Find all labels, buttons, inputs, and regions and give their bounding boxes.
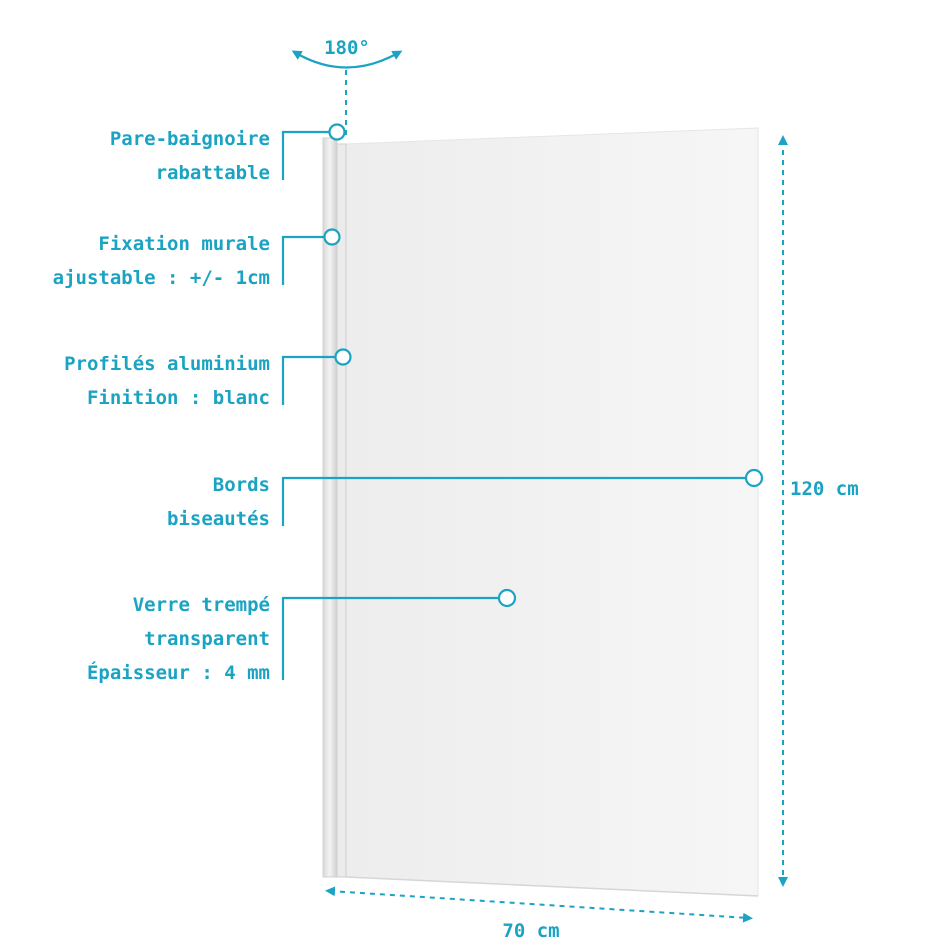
callout-bevelled-edges-line-1: Bords xyxy=(213,474,270,496)
wall-profile xyxy=(322,137,338,878)
callout-tempered-glass-line-1: Verre trempé xyxy=(133,594,270,616)
width-dimension-label: 70 cm xyxy=(502,920,559,940)
callout-wall-fixing: Fixation murale ajustable : +/- 1cm xyxy=(53,228,341,289)
callout-tempered-glass: Verre trempé transparent Épaisseur : 4 m… xyxy=(87,588,517,684)
width-dimension: 70 cm xyxy=(325,886,753,940)
height-dimension-label: 120 cm xyxy=(790,478,859,500)
callout-folding-screen-dot xyxy=(328,123,346,141)
height-dimension: 120 cm xyxy=(778,135,859,887)
callout-folding-screen: Pare-baignoire rabattable xyxy=(110,123,346,184)
callout-wall-fixing-line-2: ajustable : +/- 1cm xyxy=(53,267,270,289)
callout-aluminium-profiles-line-2: Finition : blanc xyxy=(87,387,270,409)
rotation-arc-arrow xyxy=(291,50,403,69)
callout-aluminium-profiles-line-1: Profilés aluminium xyxy=(64,353,270,375)
glass-panel xyxy=(345,127,759,897)
callout-tempered-glass-line-2: transparent xyxy=(144,628,270,650)
callout-bevelled-edges: Bords biseautés xyxy=(167,468,764,530)
callout-bevelled-edges-dot xyxy=(744,468,764,488)
callout-tempered-glass-dot xyxy=(497,588,517,608)
callout-aluminium-profiles-dot xyxy=(334,348,352,366)
hinge-profile xyxy=(336,143,347,878)
callout-folding-screen-line-2: rabattable xyxy=(156,162,270,184)
callout-wall-fixing-dot xyxy=(323,228,341,246)
callout-bevelled-edges-line-2: biseautés xyxy=(167,508,270,530)
callout-aluminium-profiles: Profilés aluminium Finition : blanc xyxy=(64,348,352,409)
callout-tempered-glass-line-3: Épaisseur : 4 mm xyxy=(87,661,270,684)
callout-folding-screen-line-1: Pare-baignoire xyxy=(110,128,270,150)
callout-wall-fixing-line-1: Fixation murale xyxy=(98,233,270,255)
rotation-label: 180° xyxy=(324,37,370,59)
